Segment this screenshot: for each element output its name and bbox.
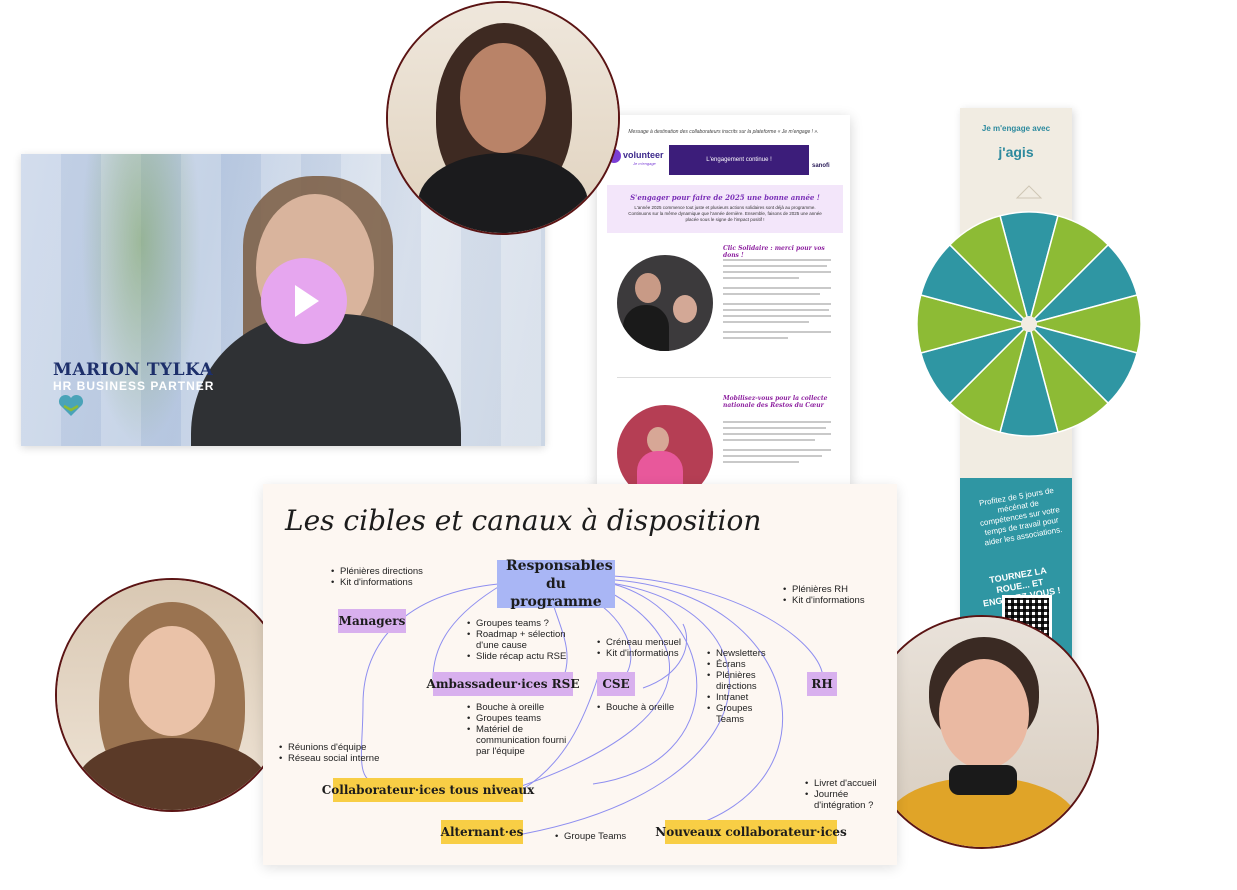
list-item: Kit d'informations <box>331 577 423 588</box>
node-rh: RH <box>807 672 837 696</box>
list-cse-top: Créneau mensuel Kit d'informations <box>597 637 681 659</box>
list-item: Journée d'intégration ? <box>805 789 881 811</box>
list-ambassadeurs: Bouche à oreille Groupes teams Matériel … <box>467 702 575 757</box>
stand-title: Je m'engage avec <box>981 124 1051 133</box>
node-managers: Managers <box>338 609 406 633</box>
list-item: Groupe Teams <box>555 831 626 842</box>
list-item: Intranet <box>707 692 777 703</box>
list-item: Kit d'informations <box>783 595 865 606</box>
list-alternants: Groupe Teams <box>555 831 626 842</box>
node-nouveaux: Nouveaux collaborateur·ices <box>655 820 847 844</box>
article-text <box>723 259 831 343</box>
article-text <box>723 421 831 467</box>
list-item: Newsletters <box>707 648 777 659</box>
node-responsables: Responsables du programme <box>497 558 615 610</box>
portrait-left <box>55 578 289 812</box>
channels-diagram: Les cibles et canaux à disposition Respo… <box>263 484 897 865</box>
newsletter-intro-text: L'année 2025 commence tout juste et plus… <box>628 205 822 222</box>
article-separator <box>617 377 831 378</box>
list-item: Slide récap actu RSE <box>467 651 583 662</box>
newsletter-banner-text: L'engagement continue ! <box>669 145 809 175</box>
node-alternants: Alternant·es <box>441 820 523 844</box>
prize-wheel[interactable] <box>914 184 1144 460</box>
list-cse-bottom: Bouche à oreille <box>597 702 674 713</box>
newsletter-brand: volunteer <box>623 150 664 160</box>
portrait-top <box>386 1 620 235</box>
list-item: Bouche à oreille <box>597 702 674 713</box>
play-icon <box>295 285 319 317</box>
list-item: Groupes Teams <box>707 703 777 725</box>
list-item: Kit d'informations <box>597 648 681 659</box>
list-item: Plénières directions <box>707 670 777 692</box>
newsletter-intro: S'engager pour faire de 2025 une bonne a… <box>607 185 843 233</box>
play-button[interactable] <box>261 258 347 344</box>
diagram-title: Les cibles et canaux à disposition <box>285 504 762 537</box>
newsletter-article: Clic Solidaire : merci pour vos dons ! <box>617 245 831 355</box>
article-title: Mobilisez-vous pour la collecte national… <box>723 395 828 409</box>
plant-decoration <box>81 154 201 446</box>
wheel-slice <box>948 214 1031 327</box>
handshake-heart-icon <box>58 394 84 416</box>
portrait-right <box>865 615 1099 849</box>
newsletter-intro-title: S'engager pour faire de 2025 une bonne a… <box>630 193 820 202</box>
list-item: Matériel de communication fourni par l'é… <box>467 724 575 757</box>
list-item: Groupes teams <box>467 713 575 724</box>
list-item: Réunions d'équipe <box>279 742 379 753</box>
list-managers: Plénières directions Kit d'informations <box>331 566 423 588</box>
diagram-connectors <box>360 575 824 835</box>
node-ambassadeurs: Ambassadeur·ices RSE <box>427 672 579 696</box>
newsletter-preview: Message à destination des collaborateurs… <box>597 115 850 487</box>
node-responsables-label: Responsables du programme <box>506 558 613 610</box>
stand-brand: j'agis <box>998 144 1034 160</box>
newsletter-brand-sub: Je m'engage <box>633 161 656 166</box>
list-item: Livret d'accueil <box>805 778 881 789</box>
sanofi-logo: sanofi <box>812 163 830 169</box>
list-item: Réseau social interne <box>279 753 379 764</box>
list-item: Groupes teams ? <box>467 618 583 629</box>
node-cse: CSE <box>597 672 635 696</box>
wheel-hub <box>1021 316 1037 332</box>
newsletter-article: Mobilisez-vous pour la collecte national… <box>617 395 831 487</box>
speaker-name: MARION TYLKA <box>53 360 214 380</box>
list-item: Plénières directions <box>331 566 423 577</box>
article-photo <box>617 255 713 351</box>
list-item: Créneau mensuel <box>597 637 681 648</box>
list-rh: Plénières RH Kit d'informations <box>783 584 865 606</box>
article-title: Clic Solidaire : merci pour vos dons ! <box>723 245 825 259</box>
list-newsletters: Newsletters Écrans Plénières directions … <box>707 648 777 725</box>
list-item: Roadmap + sélection d'une cause <box>467 629 583 651</box>
list-nouveaux: Livret d'accueil Journée d'intégration ? <box>805 778 881 811</box>
article-photo <box>617 405 713 487</box>
speaker-role: HR BUSINESS PARTNER <box>53 379 215 393</box>
node-collaborateurs: Collaborateur·ices tous niveaux <box>322 778 534 802</box>
list-item: Plénières RH <box>783 584 865 595</box>
list-item: Bouche à oreille <box>467 702 575 713</box>
list-collaborateurs: Réunions d'équipe Réseau social interne <box>279 742 379 764</box>
list-item: Écrans <box>707 659 777 670</box>
list-responsables: Groupes teams ? Roadmap + sélection d'un… <box>467 618 583 662</box>
newsletter-header-note: Message à destination des collaborateurs… <box>628 129 819 135</box>
newsletter-banner: volunteer Je m'engage L'engagement conti… <box>607 145 843 175</box>
